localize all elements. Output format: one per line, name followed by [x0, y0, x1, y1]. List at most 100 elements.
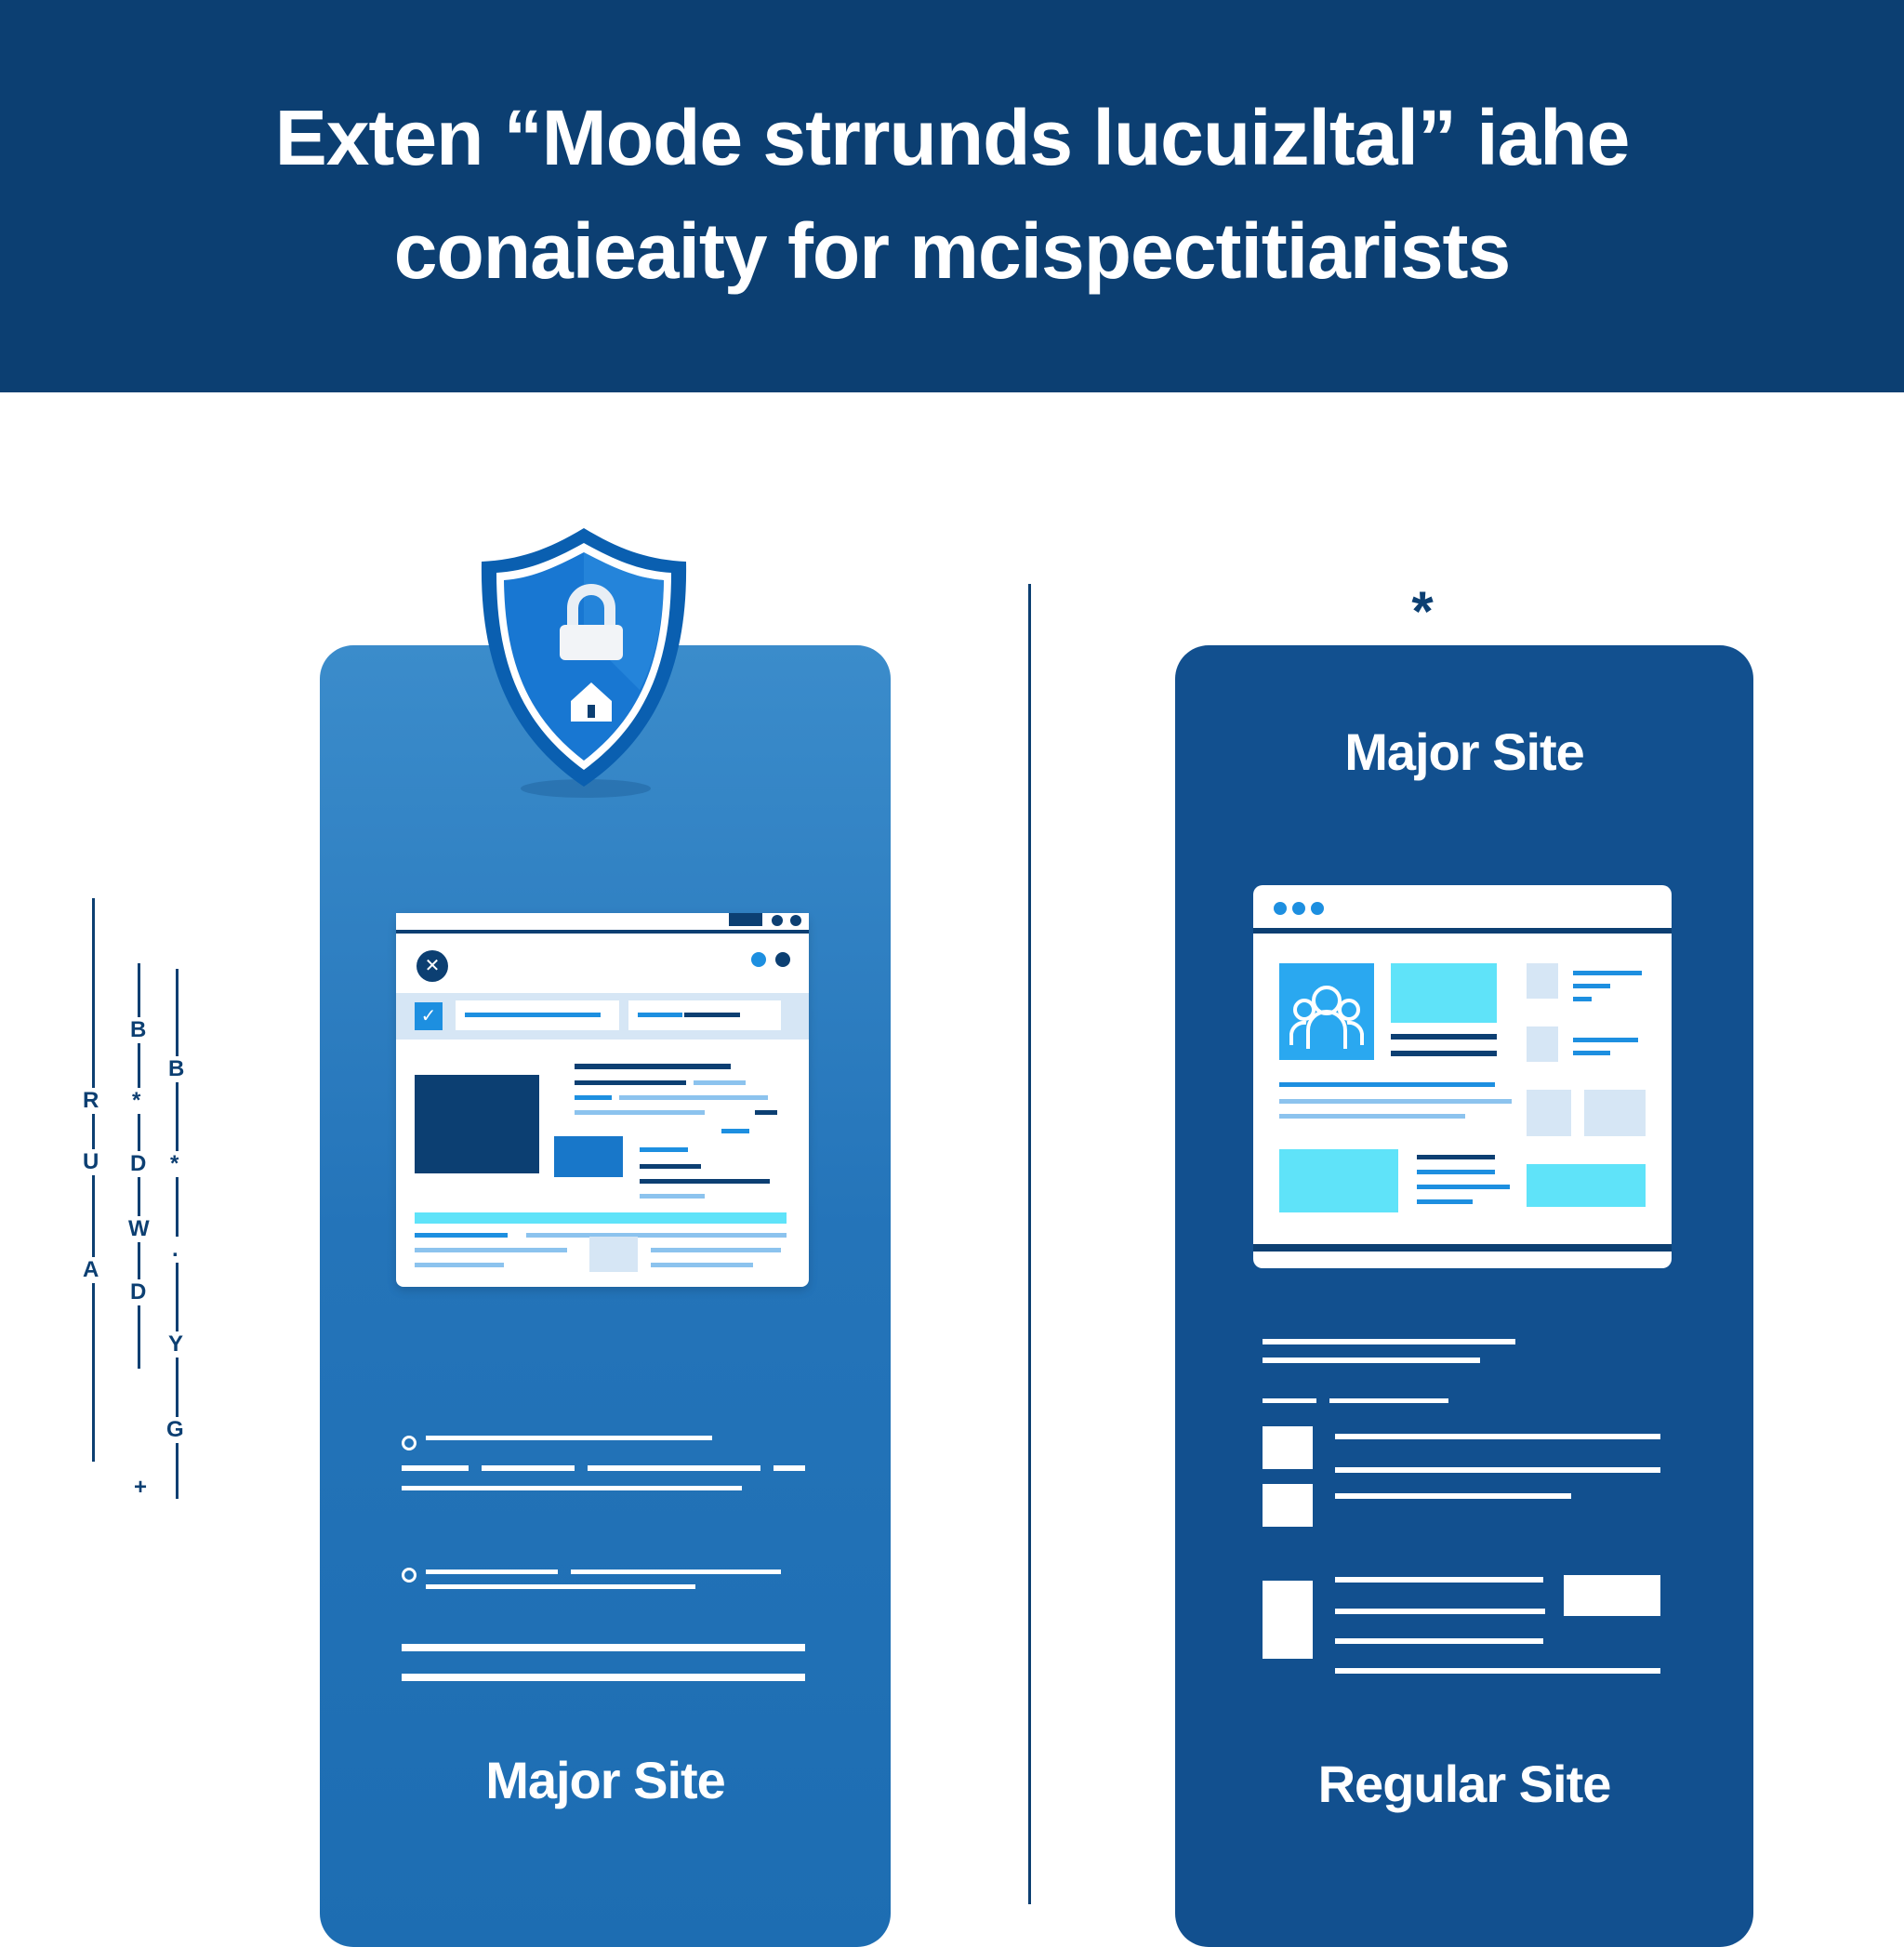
text-line — [1263, 1398, 1316, 1403]
text-line — [1573, 997, 1592, 1001]
browser-bottom-bar — [1253, 1244, 1672, 1252]
ruler-letter: D — [130, 1279, 147, 1305]
ruler-letter: + — [134, 1475, 148, 1501]
headline-fragment: for mci — [766, 207, 1042, 295]
text-line — [1335, 1493, 1571, 1499]
asterisk-symbol: * — [1411, 580, 1434, 642]
ruler-letter: . — [172, 1237, 178, 1263]
text-line — [1279, 1082, 1495, 1087]
window-control-icon — [1311, 902, 1324, 915]
headline-fragment: Exten — [274, 94, 504, 181]
center-divider — [1028, 584, 1031, 1904]
text-line — [1391, 1051, 1497, 1056]
ruler-letter: R — [83, 1088, 99, 1114]
text-line — [774, 1465, 805, 1471]
regular-site-label: Regular Site — [1317, 1755, 1612, 1813]
text-line — [402, 1465, 469, 1471]
image-block — [554, 1136, 623, 1177]
site-logo-icon: ✕ — [416, 950, 448, 982]
major-site-label: Major Site — [1344, 722, 1585, 781]
browser-tab — [729, 913, 762, 926]
status-dot-icon — [751, 952, 766, 967]
ruler-line — [176, 969, 178, 1499]
text-line — [415, 1263, 504, 1267]
headline-fragment: “Mode — [503, 94, 743, 181]
shield-lock-icon — [481, 528, 687, 798]
text-line — [1573, 984, 1610, 988]
content-block — [1263, 1484, 1313, 1527]
status-dot-icon — [775, 952, 790, 967]
major-site-label: Major Site — [485, 1751, 726, 1809]
text-line — [1417, 1170, 1495, 1174]
text-line — [426, 1570, 558, 1574]
regular-site-panel: Major Site Regular Site — [1175, 645, 1753, 1947]
text-line — [651, 1233, 787, 1238]
text-line — [426, 1436, 712, 1440]
headline-fragment: iahe — [1455, 94, 1630, 181]
ruler-letter: A — [83, 1257, 99, 1283]
text-line — [415, 1248, 567, 1252]
text-line — [1329, 1398, 1448, 1403]
text-line — [640, 1147, 688, 1152]
thumbnail-block — [1527, 963, 1558, 999]
ruler-letter: * — [132, 1088, 141, 1114]
text-line — [1573, 1038, 1638, 1042]
bullet-icon — [402, 1568, 416, 1583]
text-line — [526, 1233, 656, 1238]
ruler-letter: * — [170, 1151, 179, 1177]
text-line — [640, 1194, 705, 1199]
text-line — [1417, 1199, 1473, 1204]
text-line — [1391, 1034, 1497, 1040]
ruler-letter: B — [168, 1056, 185, 1082]
text-line — [426, 1584, 695, 1589]
content-block — [1263, 1426, 1313, 1469]
text-line — [588, 1465, 760, 1471]
window-control-icon — [1292, 902, 1305, 915]
thumbnail-block — [1527, 1026, 1558, 1062]
text-line — [721, 1129, 749, 1133]
text-line — [1279, 1114, 1465, 1119]
headline-line-1: Exten “Mode strrunds lucuizltal” iahe — [0, 93, 1904, 183]
ruler-letter: Y — [168, 1331, 184, 1358]
headline-fragment: strrunds — [742, 94, 1093, 181]
text-line — [1573, 1051, 1610, 1055]
major-site-panel: Major Site — [320, 645, 891, 1947]
text-line — [640, 1164, 701, 1169]
text-line — [1335, 1668, 1660, 1674]
browser-title-bar — [396, 913, 809, 934]
regular-site-browser-mockup — [1253, 885, 1672, 1268]
text-line — [415, 1233, 508, 1238]
ruler-letter: D — [130, 1151, 147, 1177]
users-icon-graphic — [1289, 986, 1364, 1049]
window-control-icon — [1274, 902, 1287, 915]
text-line — [1335, 1577, 1543, 1583]
image-block — [1527, 1164, 1646, 1207]
field-line — [465, 1013, 601, 1017]
text-line — [1263, 1358, 1480, 1363]
checkbox-icon: ✓ — [415, 1002, 443, 1030]
text-line — [1335, 1638, 1543, 1644]
text-line — [575, 1080, 686, 1085]
text-line — [402, 1644, 805, 1651]
headline-fragment: conaieaity — [393, 207, 768, 295]
text-line — [575, 1095, 612, 1100]
headline-fragment: spectitiarists — [1041, 207, 1511, 295]
window-control-icon — [790, 915, 801, 926]
text-line — [1279, 1099, 1512, 1104]
text-line — [1335, 1609, 1545, 1614]
headline-line-2: conaieaity for mcispectitiarists — [0, 206, 1904, 297]
text-line — [575, 1064, 731, 1069]
thumbnail-block — [589, 1237, 638, 1272]
text-line — [640, 1179, 770, 1184]
image-block — [1279, 1149, 1398, 1212]
text-line — [1263, 1339, 1515, 1344]
text-line — [694, 1080, 746, 1085]
browser-divider — [1253, 928, 1672, 934]
major-site-browser-mockup: ✕ ✓ — [396, 913, 809, 1287]
headline-fragment: lucuizltal” — [1092, 94, 1457, 181]
text-line — [1417, 1155, 1495, 1159]
image-block — [1391, 963, 1497, 1023]
text-line — [482, 1465, 575, 1471]
text-line — [755, 1110, 777, 1115]
thumbnail-block — [1584, 1090, 1646, 1136]
